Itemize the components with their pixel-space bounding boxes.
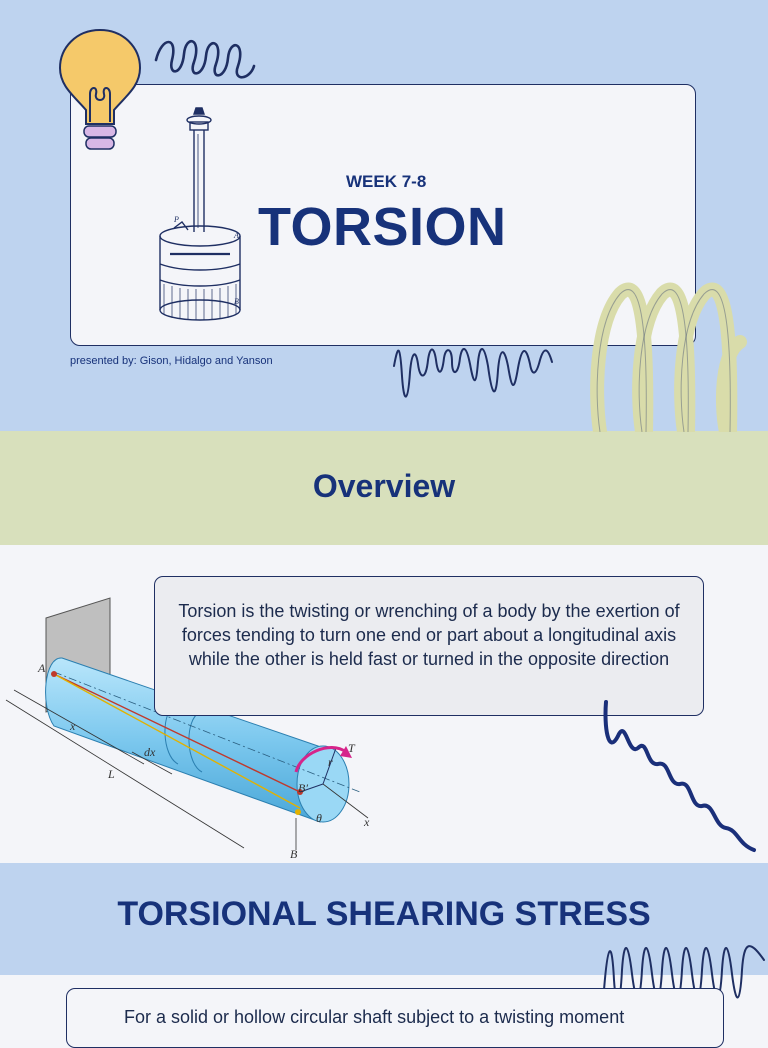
apparatus-label-a: A: [233, 231, 239, 240]
week-label: WEEK 7-8: [346, 172, 427, 191]
stress-heading: TORSIONAL SHEARING STRESS: [117, 895, 651, 933]
squiggle-icon: [154, 40, 256, 79]
definition-text: Torsion is the twisting or wrenching of …: [178, 601, 680, 669]
diagram-label-l: L: [107, 767, 115, 781]
shaft-torsion-diagram: A x dx L T r B′ θ x B: [5, 597, 370, 861]
lightbulb-icon: [58, 28, 142, 150]
diagram-label-dx: dx: [144, 745, 156, 759]
diagram-label-x-axis: x: [363, 815, 370, 829]
diagram-label-r: r: [328, 755, 333, 769]
coil-spring-icon: [590, 282, 747, 432]
stress-intro-text: For a solid or hollow circular shaft sub…: [124, 1007, 625, 1027]
presenter-credit: presented by: Gison, Hidalgo and Yanson: [70, 355, 273, 367]
overview-band: [0, 431, 768, 546]
diagram-label-b-prime: B′: [298, 781, 308, 795]
stress-band: [0, 863, 768, 975]
apparatus-label-b: B: [234, 297, 239, 306]
zigzag-icon: [603, 700, 756, 852]
apparatus-label-p: P: [173, 215, 179, 224]
definition-card: [154, 576, 704, 716]
diagram-label-x-dim: x: [69, 719, 76, 733]
torsion-apparatus-illustration: P A B: [159, 107, 241, 321]
diagram-label-a: A: [37, 661, 46, 675]
page-title: TORSION: [258, 197, 507, 257]
diagram-label-theta: θ: [316, 811, 322, 825]
diagram-label-t: T: [348, 741, 356, 755]
wave-icon: [393, 348, 553, 398]
overview-heading: Overview: [312, 468, 456, 504]
diagram-label-b: B: [290, 847, 298, 861]
